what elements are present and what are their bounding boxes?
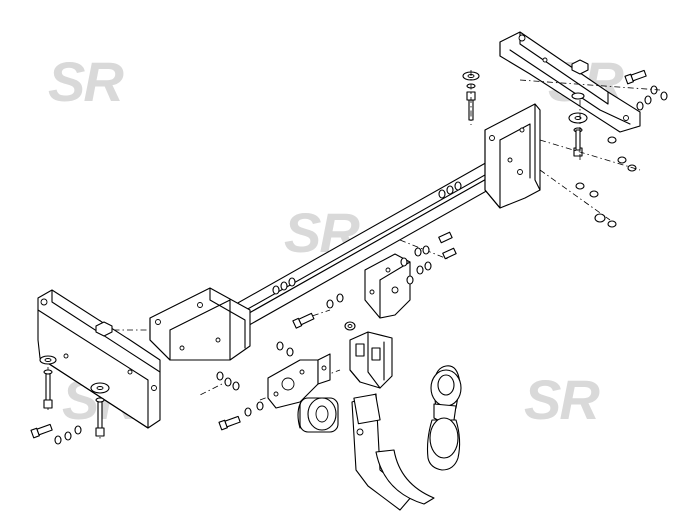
socket-mount-plate xyxy=(349,331,393,389)
beam-fasteners xyxy=(272,181,462,331)
left-side-plate xyxy=(149,287,251,361)
electrical-socket xyxy=(297,397,339,433)
tow-ball xyxy=(351,365,462,511)
left-bracket-fasteners xyxy=(30,355,110,445)
watermark-top-left: SR xyxy=(48,50,124,113)
left-mounting-bracket xyxy=(37,289,161,429)
right-mounting-bracket xyxy=(499,31,641,133)
center-hitch-bracket xyxy=(364,253,411,319)
socket-bracket xyxy=(267,353,331,409)
right-side-plate xyxy=(484,103,541,209)
watermark-bottom-right: SR xyxy=(524,368,600,431)
lower-fasteners xyxy=(216,341,294,431)
